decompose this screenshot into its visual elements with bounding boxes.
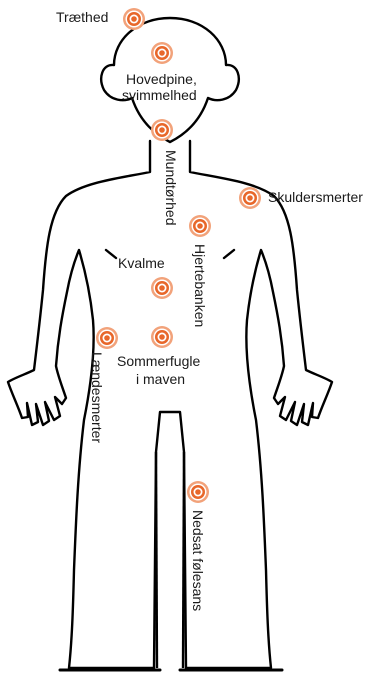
label-headache-line1: Hovedpine, <box>126 71 197 87</box>
label-palpitations: Hjertebanken <box>192 244 208 327</box>
marker-back-pain <box>96 327 118 349</box>
marker-numbness <box>187 481 209 503</box>
label-butterflies-line1: Sommerfugle <box>117 353 200 369</box>
marker-nausea <box>151 277 173 299</box>
label-dry-mouth: Mundtørhed <box>163 150 179 225</box>
right-armpit-line <box>224 250 234 258</box>
label-numbness: Nedsat følesans <box>190 510 206 611</box>
label-back-pain: Lændesmerter <box>89 352 105 443</box>
right-leg-inner-line <box>183 452 184 668</box>
label-headache-line2: svimmelhed <box>122 87 197 103</box>
left-leg-inner-line <box>156 452 157 668</box>
marker-palpitations <box>189 215 211 237</box>
label-fatigue: Træthed <box>56 9 108 25</box>
marker-headache <box>151 42 173 64</box>
marker-shoulder-pain <box>239 187 261 209</box>
label-nausea: Kvalme <box>118 255 165 271</box>
label-shoulder-pain: Skuldersmerter <box>268 189 363 205</box>
marker-butterflies <box>151 326 173 348</box>
marker-dry-mouth <box>151 119 173 141</box>
left-armpit-line <box>106 250 116 258</box>
marker-fatigue <box>123 8 145 30</box>
label-butterflies-line2: i maven <box>136 371 185 387</box>
